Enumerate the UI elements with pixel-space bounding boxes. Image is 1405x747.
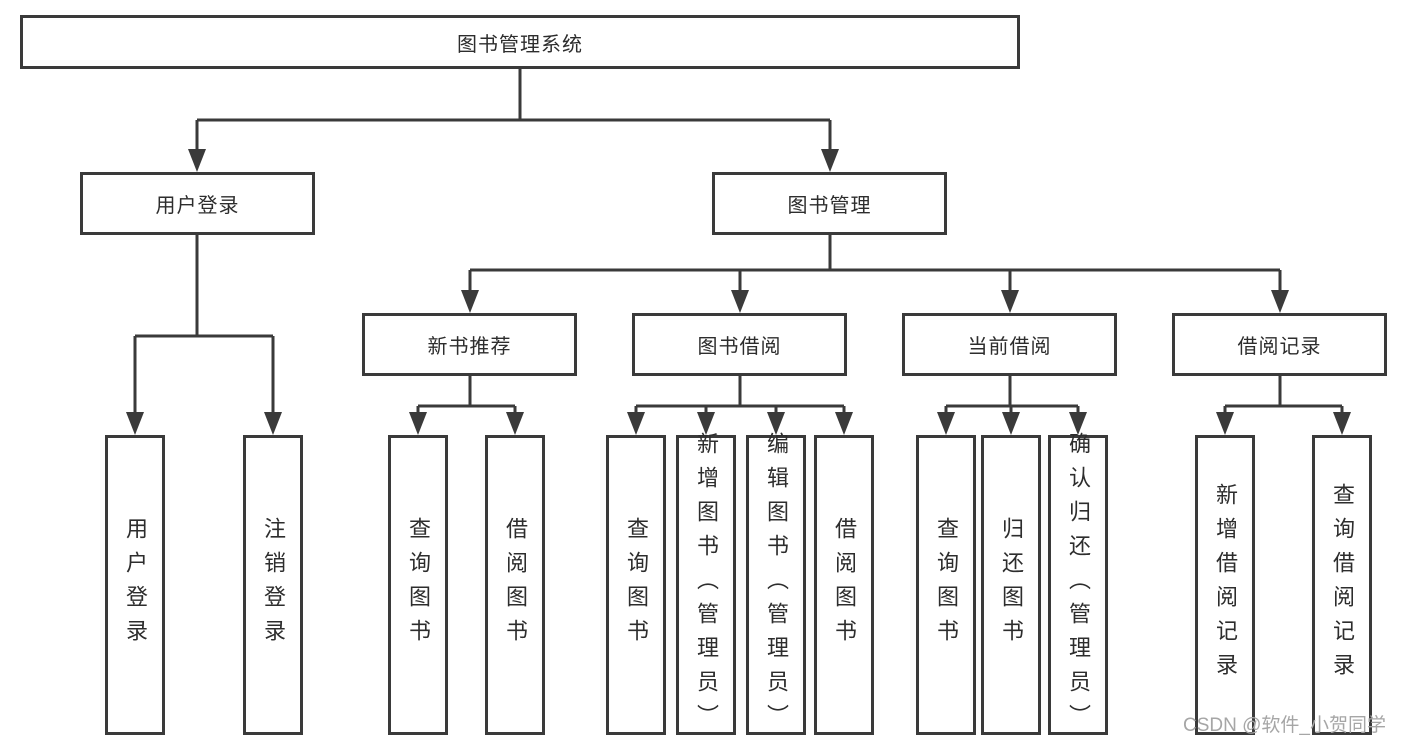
node-user-login-label: 用户登录 <box>155 195 240 217</box>
arrow-down-icon <box>188 149 206 172</box>
arrow-down-icon <box>1271 290 1289 313</box>
arrowheads <box>126 149 1351 435</box>
node-current-borrow-label: 当前借阅 <box>967 336 1052 358</box>
arrow-down-icon <box>627 412 645 435</box>
arrow-down-icon <box>821 149 839 172</box>
connector-new-book-recommend-branch <box>416 376 517 414</box>
node-current-borrow: 当前借阅 <box>902 313 1117 376</box>
leaf-borrow-books-recommend: 借阅图书 <box>485 435 545 735</box>
arrow-down-icon <box>937 412 955 435</box>
leaf-add-books-admin: 新增图书（管理员） <box>676 432 736 738</box>
arrow-down-icon <box>731 290 749 313</box>
node-new-book-recommend-label: 新书推荐 <box>427 336 512 358</box>
arrow-down-icon <box>126 412 144 435</box>
arrow-down-icon <box>1216 412 1234 435</box>
leaf-logout-label: 注销登录 <box>261 517 286 653</box>
arrow-down-icon <box>767 412 785 435</box>
connector-root-to-level2 <box>195 69 832 150</box>
leaf-query-borrow-record-label: 查询借阅记录 <box>1330 483 1355 687</box>
leaf-confirm-return-admin: 确认归还（管理员） <box>1048 432 1108 738</box>
arrow-down-icon <box>506 412 524 435</box>
node-book-management-label: 图书管理 <box>787 195 872 217</box>
node-user-login: 用户登录 <box>80 172 315 235</box>
arrow-down-icon <box>1002 412 1020 435</box>
node-book-borrow-label: 图书借阅 <box>697 336 782 358</box>
watermark: CSDN @软件_小贺同学 <box>1183 715 1386 736</box>
leaf-borrow-books: 借阅图书 <box>814 435 874 735</box>
connector-book-borrow-branch <box>634 376 846 414</box>
leaf-query-books-borrow: 查询图书 <box>606 435 666 735</box>
leaf-query-books-recommend: 查询图书 <box>388 435 448 735</box>
arrow-down-icon <box>835 412 853 435</box>
leaf-query-books-recommend-label: 查询图书 <box>406 517 431 653</box>
node-book-management: 图书管理 <box>712 172 947 235</box>
leaf-borrow-books-recommend-label: 借阅图书 <box>503 517 528 653</box>
leaf-return-books-label: 归还图书 <box>999 517 1024 653</box>
leaf-borrow-books-label: 借阅图书 <box>832 517 857 653</box>
leaf-query-borrow-record: 查询借阅记录 <box>1312 435 1372 735</box>
connector-borrow-records-branch <box>1223 376 1344 414</box>
connector-book-management-branch <box>468 235 1282 291</box>
arrow-down-icon <box>409 412 427 435</box>
arrow-down-icon <box>461 290 479 313</box>
leaf-add-borrow-record-label: 新增借阅记录 <box>1213 483 1238 687</box>
arrow-down-icon <box>1001 290 1019 313</box>
arrow-down-icon <box>1333 412 1351 435</box>
node-book-borrow: 图书借阅 <box>632 313 847 376</box>
node-root: 图书管理系统 <box>20 15 1020 69</box>
node-borrow-records-label: 借阅记录 <box>1237 336 1322 358</box>
leaf-add-books-admin-label: 新增图书（管理员） <box>694 432 719 738</box>
connector-current-borrow-branch <box>944 376 1080 414</box>
leaf-query-books-current: 查询图书 <box>916 435 976 735</box>
arrow-down-icon <box>264 412 282 435</box>
leaf-query-books-borrow-label: 查询图书 <box>624 517 649 653</box>
arrow-down-icon <box>697 412 715 435</box>
leaf-logout: 注销登录 <box>243 435 303 735</box>
leaf-add-borrow-record: 新增借阅记录 <box>1195 435 1255 735</box>
node-new-book-recommend: 新书推荐 <box>362 313 577 376</box>
connector-user-login-branch <box>133 235 275 413</box>
leaf-edit-books-admin-label: 编辑图书（管理员） <box>764 432 789 738</box>
leaf-confirm-return-admin-label: 确认归还（管理员） <box>1066 432 1091 738</box>
leaf-edit-books-admin: 编辑图书（管理员） <box>746 432 806 738</box>
leaf-user-login: 用户登录 <box>105 435 165 735</box>
arrow-down-icon <box>1069 412 1087 435</box>
node-borrow-records: 借阅记录 <box>1172 313 1387 376</box>
leaf-user-login-label: 用户登录 <box>123 517 148 653</box>
node-root-label: 图书管理系统 <box>457 33 583 56</box>
leaf-query-books-current-label: 查询图书 <box>934 517 959 653</box>
leaf-return-books: 归还图书 <box>981 435 1041 735</box>
